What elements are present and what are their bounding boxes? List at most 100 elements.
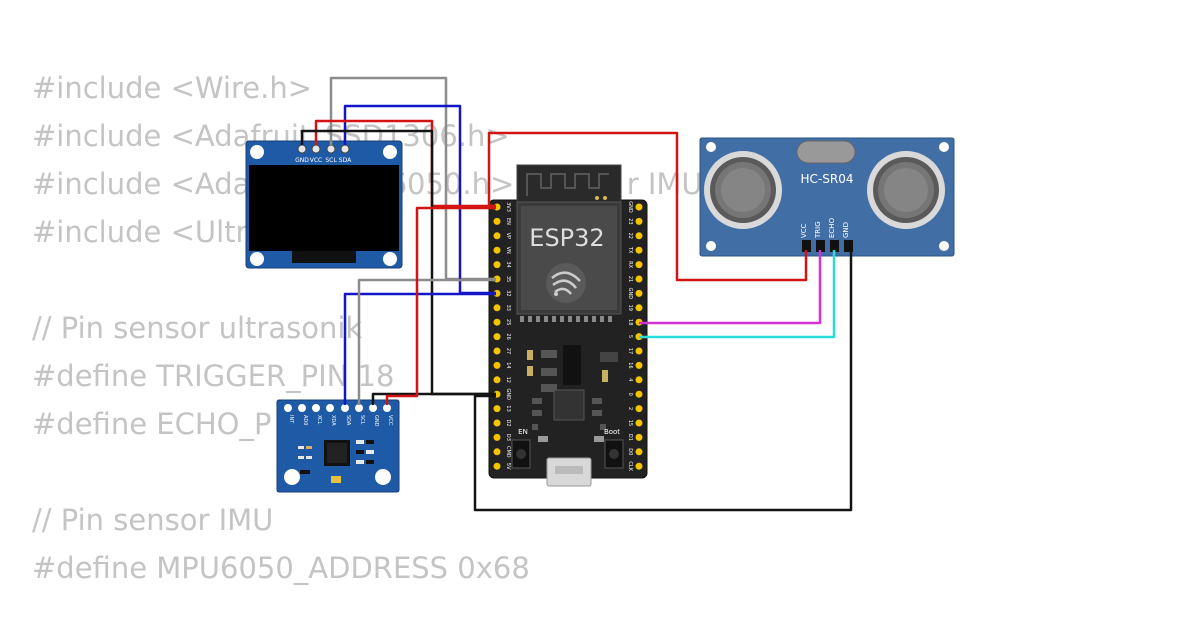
oled-pin-label: SCL [325, 157, 337, 164]
esp32-right-pin[interactable] [635, 433, 643, 441]
usb-chip [553, 389, 585, 421]
esp32-left-pin[interactable] [493, 419, 501, 427]
esp32-right-pin[interactable] [635, 304, 643, 312]
wires [300, 76, 853, 512]
esp32-right-pin-label: 18 [627, 319, 633, 325]
hc-pin-label: GND [842, 222, 850, 238]
esp32-left-pin[interactable] [493, 304, 501, 312]
esp32-left-pin[interactable] [493, 347, 501, 355]
mpu-pin-label: GND [373, 415, 379, 427]
esp32-right-pin-label: D0 [627, 448, 633, 455]
esp32-right-pin[interactable] [635, 376, 643, 384]
code-line: #define TRIGGER_PIN 18 [32, 359, 395, 393]
esp32-right-pin-label: 23 [627, 218, 633, 224]
esp32-right-pin[interactable] [635, 361, 643, 369]
mpu-pin-label: SCL [359, 415, 365, 425]
boot-label: Boot [604, 428, 620, 436]
hc-sr04-sensor[interactable]: HC-SR04 VCC TRIG ECHO GND [699, 137, 955, 257]
esp32-right-pin-label: 0 [627, 393, 633, 396]
mpu-pin-label: VCC [387, 415, 393, 426]
hc-pin-label: VCC [800, 223, 808, 238]
esp32-left-pin[interactable] [493, 333, 501, 341]
esp32-left-pin-label: VN [505, 247, 511, 254]
transducer-left [704, 151, 782, 229]
oled-display[interactable]: GND VCC SCL SDA [245, 140, 403, 269]
crystal-oscillator [796, 140, 856, 164]
esp32-left-pin[interactable] [493, 361, 501, 369]
esp32-left-pin-label: D2 [505, 419, 511, 426]
code-line: // Pin sensor ultrasonik [32, 311, 363, 345]
esp32-left-pin[interactable] [493, 232, 501, 240]
mpu6050-pin-header [284, 404, 391, 412]
hc-pin-label: ECHO [828, 217, 836, 238]
esp32-left-pin[interactable] [493, 376, 501, 384]
mpu-pin-label: AD0 [302, 415, 308, 425]
esp32-left-pin-label: 32 [505, 290, 511, 296]
mpu6050-module[interactable]: INT AD0 XCL XDA SDA SCL GND VCC [276, 399, 400, 493]
esp32-right-pin-label: 4 [627, 378, 633, 381]
esp32-right-pin-label: 16 [627, 362, 633, 368]
esp32-right-pin[interactable] [635, 217, 643, 225]
board-components [527, 345, 618, 442]
esp32-left-pin[interactable] [493, 433, 501, 441]
code-line: #define MPU6050_ADDRESS 0x68 [32, 551, 530, 585]
esp32-right-pin-label: 2 [627, 407, 633, 410]
wire-mpu-gnd [371, 392, 496, 405]
esp32-left-pin-label: 25 [505, 319, 511, 325]
oled-pin-header [297, 144, 350, 154]
esp32-left-pin[interactable] [493, 462, 501, 470]
esp32-left-pin-label: 26 [505, 333, 511, 339]
esp32-right-pin-label: RX [627, 261, 633, 268]
boot-button[interactable] [604, 439, 624, 469]
wire-mpu-sda [343, 292, 496, 405]
esp32-right-pin[interactable] [635, 448, 643, 456]
esp32-right-pin[interactable] [635, 289, 643, 297]
code-line: #define ECHO_P [32, 407, 272, 441]
wire-hc-gnd [473, 250, 853, 512]
esp32-right-pin-label: 22 [627, 233, 633, 239]
antenna-trace [526, 173, 609, 196]
esp32-left-pin-label: EN [505, 218, 511, 225]
wire-hc-trig [639, 250, 822, 325]
mpu-pin-label: XCL [316, 415, 322, 425]
esp32-left-pin[interactable] [493, 405, 501, 413]
esp32-left-pin-label: 13 [505, 405, 511, 411]
esp32-right-pin-label: CLK [627, 461, 633, 471]
esp32-left-pin-label: 35 [505, 276, 511, 282]
esp32-right-pin-label: TX [627, 246, 633, 254]
esp32-left-pin[interactable] [493, 261, 501, 269]
oled-pin-label: VCC [310, 157, 322, 164]
esp32-right-pin[interactable] [635, 419, 643, 427]
code-line: // Pin sensor IMU [32, 503, 274, 537]
esp32-left-pin[interactable] [493, 246, 501, 254]
oled-pin-label: GND [295, 157, 309, 164]
esp32-board[interactable]: ESP32 [488, 164, 648, 487]
esp32-right-pin[interactable] [635, 261, 643, 269]
mpu-pin-label: INT [288, 415, 294, 424]
esp32-right-pin-label: 17 [627, 348, 633, 354]
esp32-left-pin[interactable] [493, 448, 501, 456]
esp32-left-pin-label: 33 [505, 305, 511, 311]
esp32-right-pin-label: 15 [627, 420, 633, 426]
esp32-left-pin[interactable] [493, 318, 501, 326]
esp32-left-pin-label: 5V [505, 463, 511, 470]
esp32-right-pin[interactable] [635, 390, 643, 398]
esp32-right-pin-label: 21 [627, 276, 633, 282]
esp32-right-pin[interactable] [635, 275, 643, 283]
esp32-right-pin[interactable] [635, 347, 643, 355]
esp32-right-pin[interactable] [635, 203, 643, 211]
wire-mpu-vcc [385, 206, 496, 405]
esp32-right-pin[interactable] [635, 405, 643, 413]
hc-pin-header [802, 240, 853, 252]
esp32-right-pin[interactable] [635, 232, 643, 240]
esp32-right-pin[interactable] [635, 246, 643, 254]
en-button[interactable] [511, 439, 531, 469]
wire-oled-vcc [314, 119, 496, 208]
esp32-right-pin[interactable] [635, 462, 643, 470]
mpu-pin-label: XDA [330, 415, 336, 426]
esp32-left-pin-label: 27 [505, 348, 511, 354]
esp32-left-pin[interactable] [493, 217, 501, 225]
esp32-right-pin-label: 5 [627, 335, 633, 338]
wire-mpu-scl [357, 278, 496, 405]
